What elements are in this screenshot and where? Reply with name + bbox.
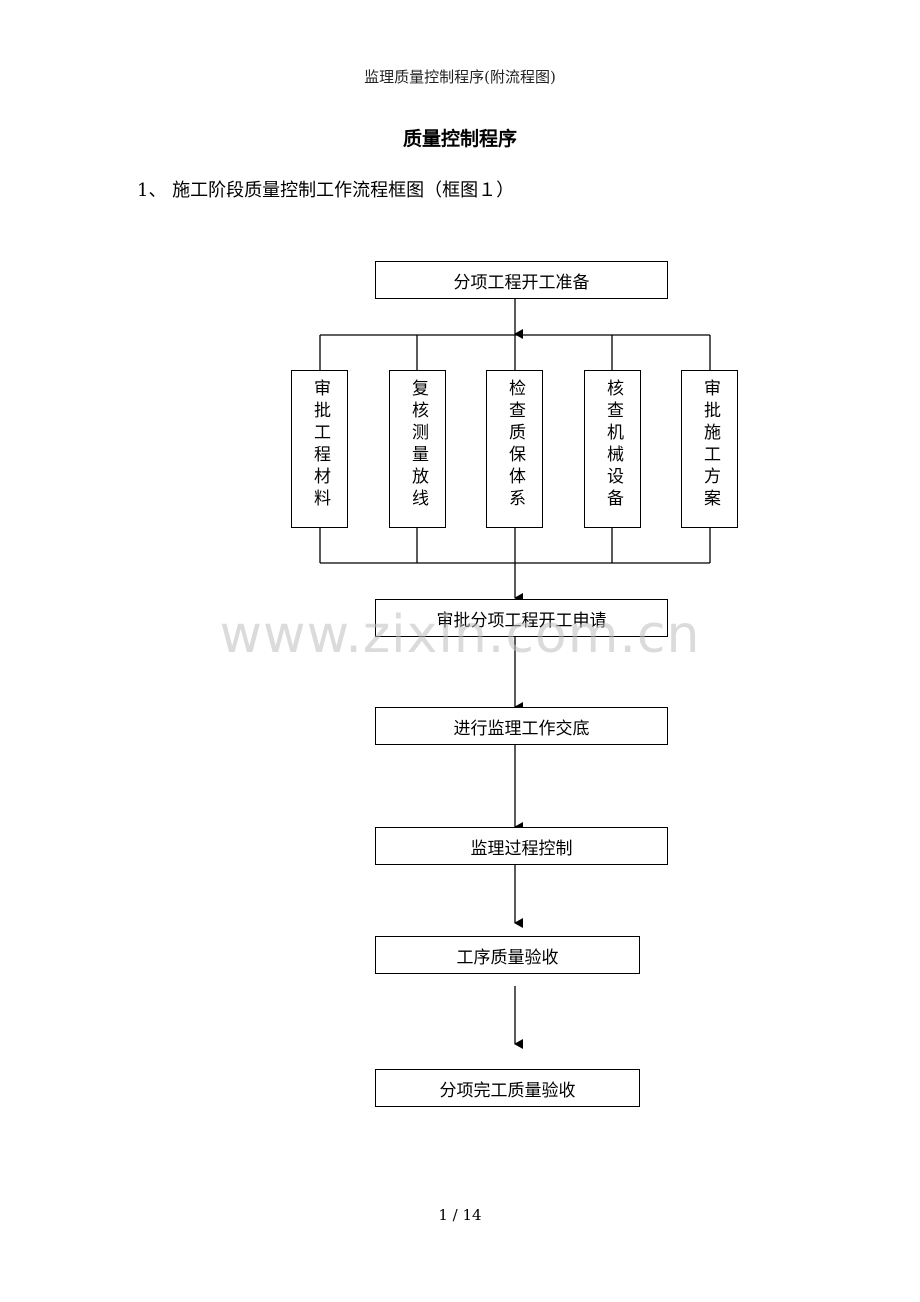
flow-box-parallel-2: 复核测量放线 [389, 370, 446, 528]
flow-box-start: 分项工程开工准备 [375, 261, 668, 299]
flow-box-step4-label: 监理过程控制 [470, 838, 573, 859]
flow-box-parallel-4: 核查机械设备 [584, 370, 641, 528]
flow-box-parallel-5-label: 审批施工方案 [700, 379, 720, 511]
flow-box-step3-label: 进行监理工作交底 [453, 718, 590, 739]
flow-box-parallel-1-label: 审批工程材料 [310, 379, 330, 511]
flow-box-step3: 进行监理工作交底 [375, 707, 668, 745]
flow-box-step2: 审批分项工程开工申请 [375, 599, 668, 637]
flow-box-parallel-5: 审批施工方案 [681, 370, 738, 528]
document-title: 质量控制程序 [402, 128, 517, 150]
page-number: 1 / 14 [438, 1206, 482, 1224]
flow-box-step6-label: 分项完工质量验收 [439, 1080, 576, 1101]
flow-box-step2-label: 审批分项工程开工申请 [436, 610, 607, 631]
flow-box-parallel-3-label: 检查质保体系 [505, 379, 525, 511]
section-heading: 1、 施工阶段质量控制工作流程框图（框图１） [137, 180, 515, 201]
flow-box-start-label: 分项工程开工准备 [453, 272, 590, 293]
flow-box-parallel-1: 审批工程材料 [291, 370, 348, 528]
flow-box-step5: 工序质量验收 [375, 936, 640, 974]
flow-box-step5-label: 工序质量验收 [456, 947, 559, 968]
flow-box-parallel-4-label: 核查机械设备 [603, 379, 623, 511]
flow-box-parallel-3: 检查质保体系 [486, 370, 543, 528]
page-header: 监理质量控制程序(附流程图) [364, 68, 556, 86]
flow-box-step4: 监理过程控制 [375, 827, 668, 865]
flow-box-parallel-2-label: 复核测量放线 [408, 379, 428, 511]
flow-box-step6: 分项完工质量验收 [375, 1069, 640, 1107]
